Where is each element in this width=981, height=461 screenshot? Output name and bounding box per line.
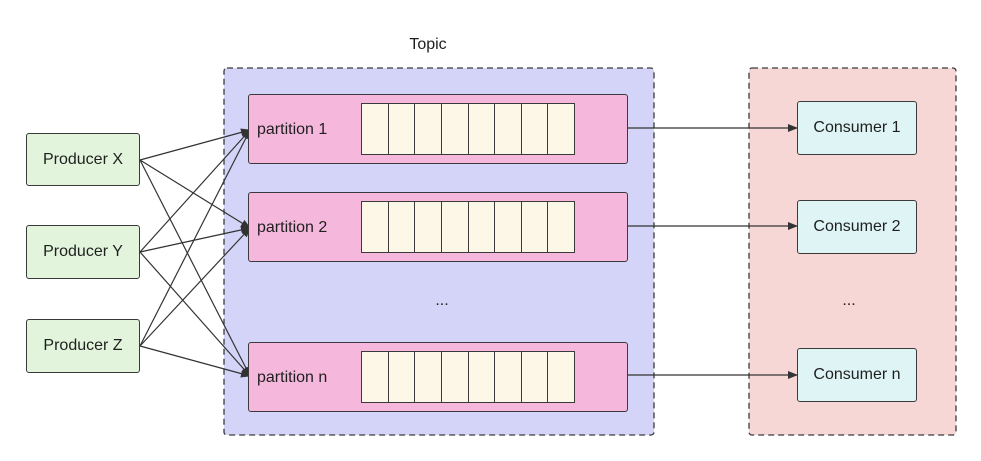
log-slot	[495, 352, 522, 402]
connection-arrows	[139, 124, 798, 379]
log-slot	[469, 104, 496, 154]
arrow-producer-z-to-partition-n	[139, 345, 251, 378]
log-slot	[469, 202, 496, 252]
log-slot	[548, 202, 574, 252]
producer-label: Producer Y	[43, 243, 123, 260]
consumer-2[interactable]: Consumer 2	[797, 200, 917, 254]
log-slot	[362, 202, 389, 252]
log-slot	[362, 352, 389, 402]
arrow-producer-x-to-partition-1	[139, 128, 251, 161]
consumer-label: Consumer 1	[813, 119, 901, 136]
arrow-producer-y-to-partition-1	[139, 129, 251, 253]
partition-n[interactable]: partition n	[248, 342, 628, 412]
arrow-producer-y-to-partition-n	[139, 251, 251, 377]
log-slot	[362, 104, 389, 154]
log-slot	[415, 104, 442, 154]
log-slot	[522, 104, 549, 154]
log-slot	[469, 352, 496, 402]
log-slot	[389, 104, 416, 154]
partition-label: partition n	[257, 369, 328, 386]
partition-label: partition 2	[257, 219, 328, 236]
producer-x[interactable]: Producer X	[26, 133, 140, 186]
partition-ellipsis: ...	[435, 292, 449, 309]
partition-1[interactable]: partition 1	[248, 94, 628, 164]
log-slot	[495, 104, 522, 154]
log-slot	[522, 202, 549, 252]
log-slot	[415, 202, 442, 252]
consumer-1[interactable]: Consumer 1	[797, 101, 917, 155]
arrow-producer-z-to-partition-1	[139, 129, 251, 347]
log-slot	[442, 202, 469, 252]
arrow-producer-z-to-partition-2	[139, 227, 251, 347]
producer-z[interactable]: Producer Z	[26, 319, 140, 373]
log-slot	[442, 352, 469, 402]
producer-y[interactable]: Producer Y	[26, 225, 140, 279]
log-slot	[415, 352, 442, 402]
log-slot	[522, 352, 549, 402]
partition-log	[361, 201, 575, 253]
producer-label: Producer Z	[43, 337, 123, 354]
arrow-producer-x-to-partition-n	[139, 159, 251, 377]
log-slot	[548, 352, 574, 402]
partition-label: partition 1	[257, 121, 328, 138]
arrow-producer-y-to-partition-2	[139, 226, 251, 253]
log-slot	[389, 202, 416, 252]
log-slot	[548, 104, 574, 154]
topic-label: Topic	[409, 36, 447, 53]
consumer-label: Consumer n	[813, 366, 901, 383]
consumer-label: Consumer 2	[813, 218, 901, 235]
consumer-ellipsis: ...	[842, 292, 856, 309]
consumer-n[interactable]: Consumer n	[797, 348, 917, 402]
producer-label: Producer X	[42, 150, 124, 168]
partition-2[interactable]: partition 2	[248, 192, 628, 262]
partition-log	[361, 351, 575, 403]
log-slot	[495, 202, 522, 252]
arrow-producer-x-to-partition-2	[139, 159, 251, 229]
log-slot	[442, 104, 469, 154]
log-slot	[389, 352, 416, 402]
partition-log	[361, 103, 575, 155]
